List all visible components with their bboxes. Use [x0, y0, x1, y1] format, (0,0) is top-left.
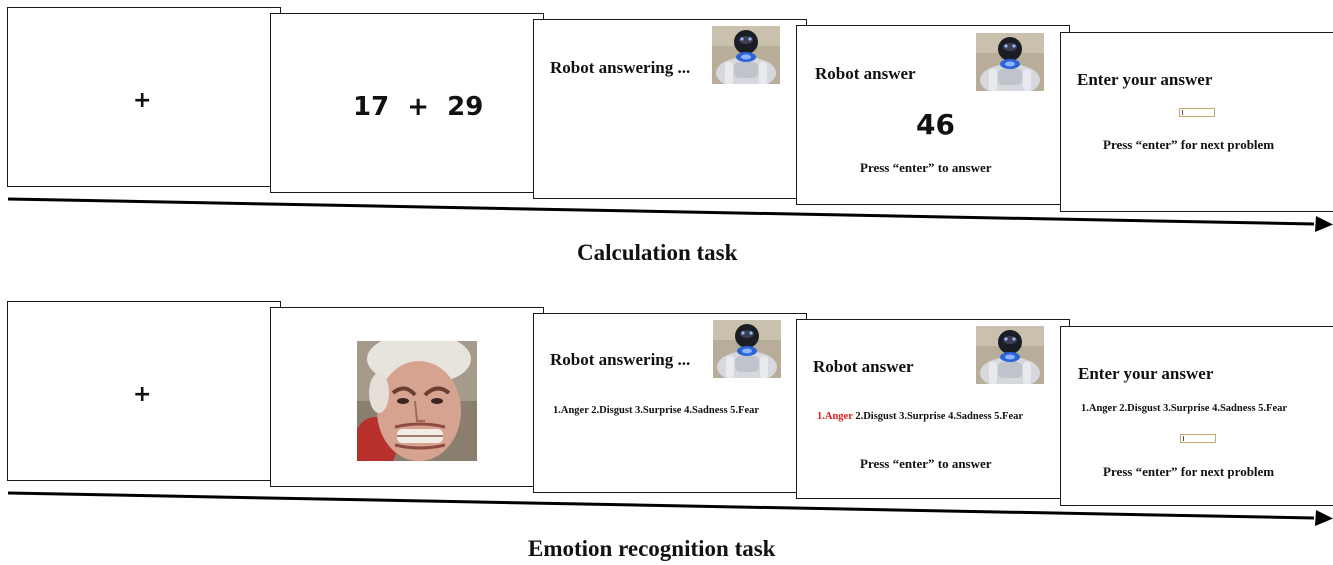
robot-image	[713, 320, 781, 378]
answer-input[interactable]	[1179, 108, 1215, 117]
robot-answer-title: Robot answer	[813, 357, 914, 376]
fixation-cross: +	[133, 382, 152, 407]
enter-your-answer-title: Enter your answer	[1078, 364, 1214, 383]
calc-slide-robot-answer: Robot answer 46 Press “enter” to answer	[796, 25, 1070, 205]
emotion-slide-enter-answer: Enter your answer 1.Anger 2.Disgust 3.Su…	[1060, 326, 1333, 506]
press-next-text: Press “enter” for next problem	[1103, 137, 1275, 152]
timeline-arrow	[7, 197, 1333, 232]
calc-slide-robot-answering: Robot answering ...	[533, 19, 807, 199]
robot-image	[976, 33, 1044, 91]
calc-slide-enter-answer: Enter your answer Press “enter” for next…	[1060, 32, 1333, 212]
fixation-cross: +	[133, 88, 152, 113]
timeline-arrow	[7, 491, 1333, 526]
robot-image	[712, 26, 780, 84]
emotion-options: 1.Anger 2.Disgust 3.Surprise 4.Sadness 5…	[1081, 403, 1288, 414]
emotion-slide-robot-answering: Robot answering ... 1.Anger 2.Disgust 3.…	[533, 313, 807, 493]
emotion-slide-robot-answer: Robot answer 1.Anger 2.Disgust 3.Surpris…	[796, 319, 1070, 499]
press-to-answer-text: Press “enter” to answer	[860, 160, 992, 175]
calc-slide-problem: 17 + 29	[270, 13, 544, 193]
emotion-slide-face	[270, 307, 544, 487]
angry-face-image	[357, 341, 477, 461]
press-to-answer-text: Press “enter” to answer	[860, 456, 992, 471]
robot-image	[976, 326, 1044, 384]
robot-answering-text: Robot answering ...	[550, 350, 691, 369]
emotion-options-answer: 1.Anger 2.Disgust 3.Surprise 4.Sadness 5…	[817, 411, 1023, 422]
enter-your-answer-title: Enter your answer	[1077, 70, 1213, 89]
remaining-options: 2.Disgust 3.Surprise 4.Sadness 5.Fear	[852, 411, 1024, 422]
calculation-task-label: Calculation task	[577, 240, 738, 265]
emotion-task-label: Emotion recognition task	[528, 536, 776, 561]
robot-answer-value: 46	[916, 108, 955, 141]
selected-option: 1.Anger	[817, 411, 853, 422]
press-next-text: Press “enter” for next problem	[1103, 464, 1275, 479]
emotion-slide-fixation: +	[7, 301, 281, 481]
calc-slide-fixation: +	[7, 7, 281, 187]
answer-input[interactable]	[1180, 434, 1216, 443]
emotion-options: 1.Anger 2.Disgust 3.Surprise 4.Sadness 5…	[553, 405, 760, 416]
robot-answering-text: Robot answering ...	[550, 58, 691, 77]
robot-answer-title: Robot answer	[815, 64, 916, 83]
calculation-problem: 17 + 29	[353, 92, 484, 122]
